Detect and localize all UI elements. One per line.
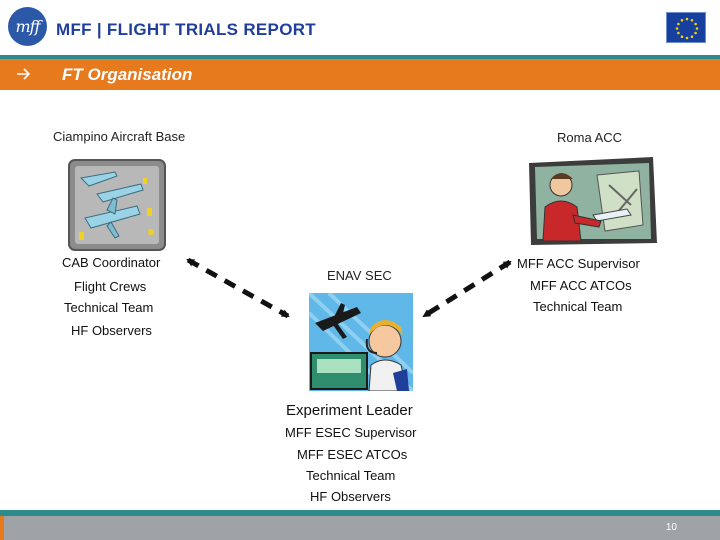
enav-title: ENAV SEC	[327, 268, 392, 283]
arrow-roma-enav	[422, 259, 512, 319]
ciampino-role: HF Observers	[71, 323, 152, 338]
arrow-ciampino-enav	[186, 257, 290, 319]
roma-title: Roma ACC	[557, 130, 623, 145]
enav-role: MFF ESEC Supervisor	[285, 425, 417, 440]
experiment-leader: Experiment Leader	[286, 402, 413, 419]
page-number: 10	[665, 522, 677, 533]
ciampino-role: CAB Coordinator	[62, 255, 161, 270]
roma-role: MFF ACC ATCOs	[530, 278, 632, 293]
enav-role: MFF ESEC ATCOs	[297, 447, 408, 462]
right-arrow-icon	[14, 64, 34, 84]
ciampino-title: Ciampino Aircraft Base	[53, 129, 186, 144]
footer-accent	[0, 516, 4, 540]
atc-operator-clipart	[307, 291, 415, 393]
footer-divider	[0, 510, 720, 516]
section-title: FT Organisation	[62, 65, 193, 84]
roma-role: Technical Team	[533, 299, 623, 314]
header-divider	[0, 55, 720, 59]
airbase-clipart	[67, 158, 167, 252]
enav-role: HF Observers	[310, 489, 391, 504]
enav-role: Technical Team	[306, 468, 396, 483]
header: mff MFF | FLIGHT TRIALS REPORT	[0, 0, 720, 56]
footer	[0, 516, 720, 540]
controller-clipart	[527, 155, 659, 247]
roma-role: MFF ACC Supervisor	[517, 256, 640, 271]
section-bar: FT Organisation	[0, 59, 720, 90]
report-title: MFF | FLIGHT TRIALS REPORT	[56, 20, 316, 39]
ciampino-role: Technical Team	[64, 300, 154, 315]
mff-logo: mff	[8, 7, 47, 46]
eu-flag-icon	[666, 12, 706, 43]
ciampino-role: Flight Crews	[74, 279, 147, 294]
